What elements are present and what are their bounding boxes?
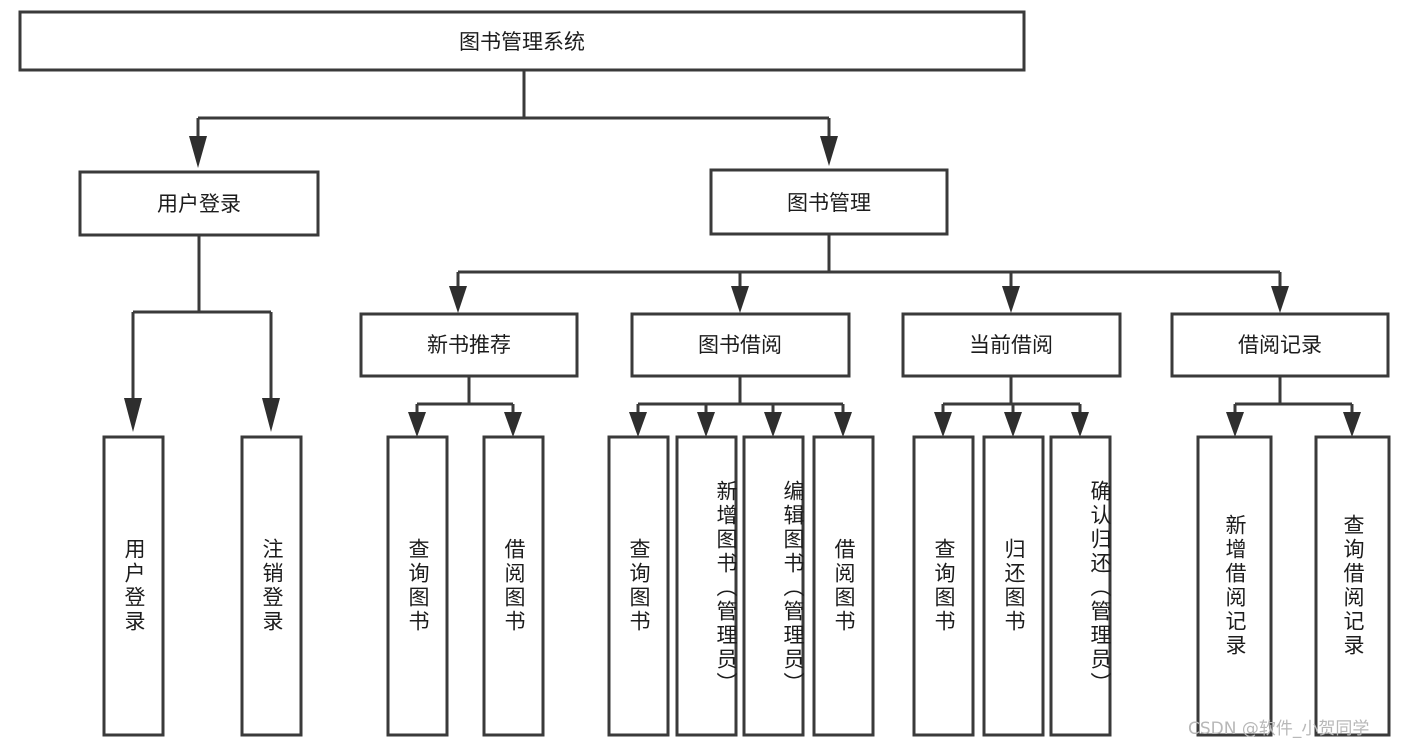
leaf-query-book-1-box[interactable] <box>386 435 449 737</box>
connector-currentborrow-to-leaves <box>934 376 1089 437</box>
connector-newbook-to-leaves <box>408 376 522 437</box>
node-book-borrow-label: 图书借阅 <box>698 333 782 357</box>
node-new-book-recommend-label: 新书推荐 <box>427 333 511 357</box>
node-root-box[interactable] <box>18 10 1026 72</box>
leaf-query-record-box[interactable] <box>1314 435 1391 737</box>
leaf-edit-book-box[interactable] <box>742 435 805 737</box>
connector-bookmgmt-to-level2 <box>449 234 1289 313</box>
connector-userlogin-to-leaves <box>124 235 280 432</box>
leaf-borrow-book-1-box[interactable] <box>482 435 545 737</box>
leaf-user-logout-box[interactable] <box>240 435 303 737</box>
node-user-login-label: 用户登录 <box>157 192 241 216</box>
node-borrow-record-box[interactable] <box>1170 312 1390 378</box>
node-book-borrow-box[interactable] <box>630 312 851 378</box>
node-user-login-box[interactable] <box>78 170 320 237</box>
node-current-borrow-box[interactable] <box>901 312 1122 378</box>
node-borrow-record-label: 借阅记录 <box>1238 333 1322 357</box>
leaf-query-book-2-box[interactable] <box>607 435 670 737</box>
node-new-book-recommend-box[interactable] <box>359 312 579 378</box>
connector-root-to-level1 <box>189 70 838 168</box>
csdn-watermark: CSDN @软件_小贺同学 <box>1188 719 1370 739</box>
node-book-management-box[interactable] <box>709 168 949 236</box>
leaf-add-book-box[interactable] <box>675 435 738 737</box>
connector-bookborrow-to-leaves <box>629 376 852 437</box>
node-current-borrow-label: 当前借阅 <box>969 333 1053 357</box>
leaf-borrow-book-2-box[interactable] <box>812 435 875 737</box>
leaf-confirm-return-box[interactable] <box>1049 435 1112 737</box>
node-book-management-label: 图书管理 <box>787 191 871 215</box>
leaf-return-book-box[interactable] <box>982 435 1045 737</box>
leaf-add-record-box[interactable] <box>1196 435 1273 737</box>
leaf-user-login-box[interactable] <box>102 435 165 737</box>
node-root-label: 图书管理系统 <box>459 30 585 54</box>
connector-borrowrecord-to-leaves <box>1226 376 1361 437</box>
leaf-query-book-3-box[interactable] <box>912 435 975 737</box>
